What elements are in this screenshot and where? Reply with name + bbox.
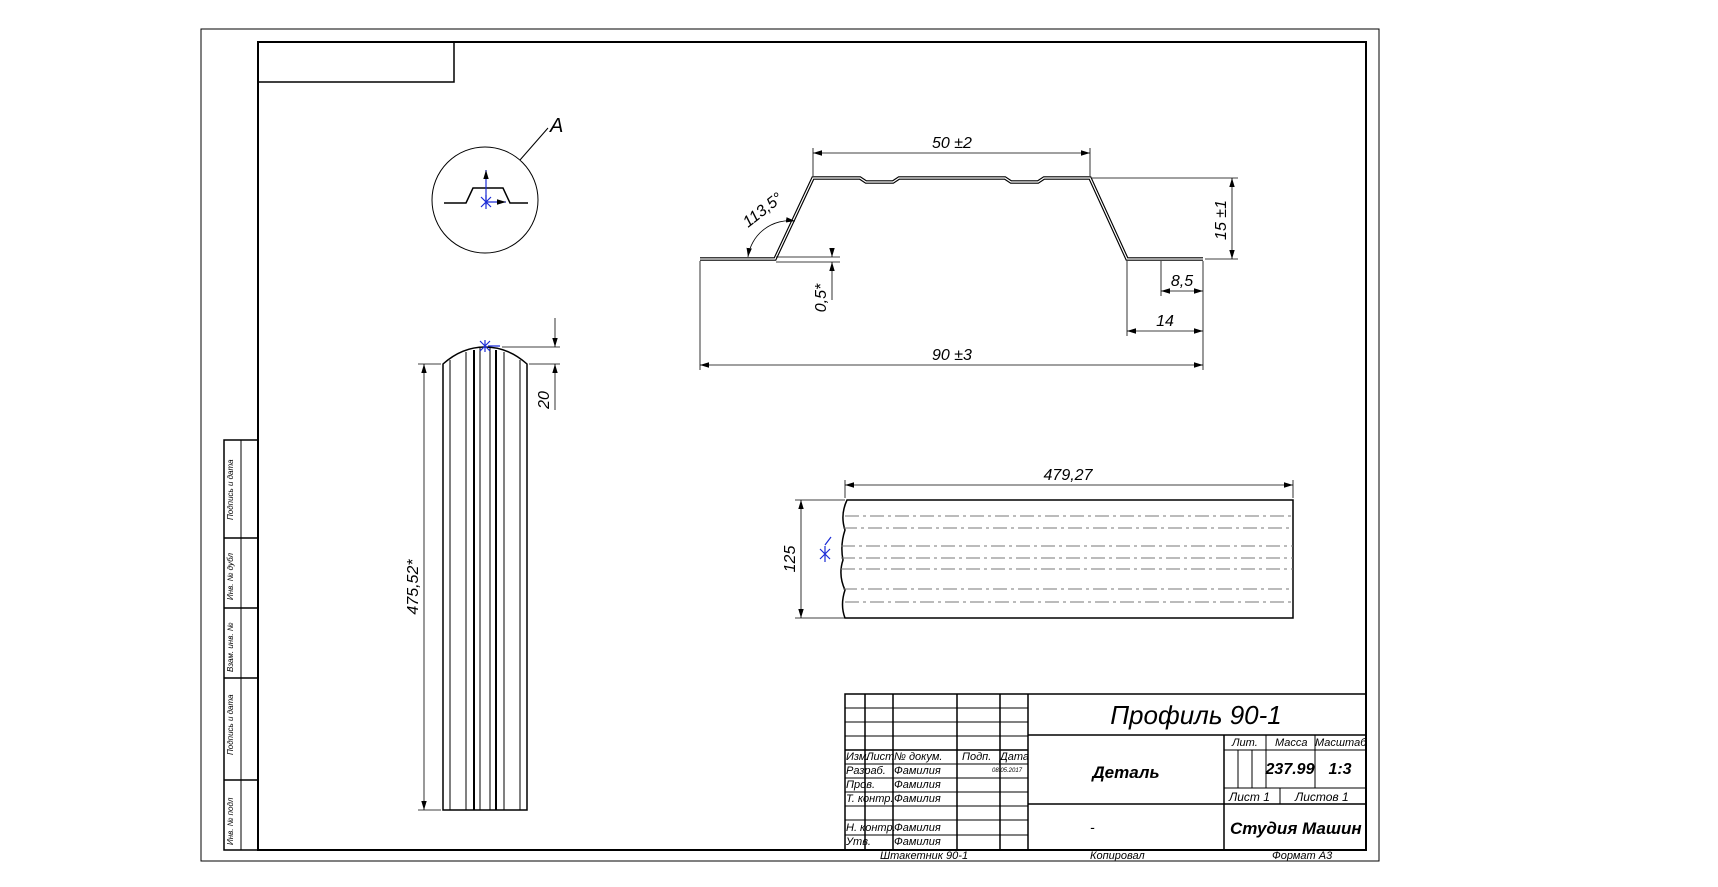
col-header-date: Дата (998, 751, 1029, 763)
stamp-label-2: Инв. № дубл (226, 553, 235, 600)
row-role-2: Пров. (846, 779, 875, 791)
dim-flat-width: 125 (782, 546, 799, 573)
row-name-5: Фамилия (894, 836, 941, 848)
footer-mid: Копировал (1090, 850, 1145, 862)
stamp-label-4: Подпись и дата (226, 694, 235, 755)
side-stamp: Подпись и дата Инв. № дубл Взам. инв. № … (223, 439, 259, 851)
part-type: Деталь (1090, 763, 1159, 782)
dim-length: 475,52* (405, 559, 422, 615)
dim-top-width: 50 ±2 (932, 135, 972, 152)
row-role-3: Т. контр. (846, 793, 893, 805)
top-left-stamp (257, 41, 455, 83)
lit-label: Лит. (1231, 737, 1258, 749)
title-block: Профиль 90-1 Деталь - Лит. Масса Масштаб… (844, 693, 1367, 862)
col-header-doc: № докум. (894, 751, 942, 763)
col-header-sign: Подп. (962, 751, 991, 763)
dim-tip: 20 (536, 391, 553, 410)
row-name-3: Фамилия (894, 793, 941, 805)
stamp-label-1: Подпись и дата (226, 459, 235, 520)
mass-label: Масса (1275, 737, 1308, 749)
row-name-2: Фамилия (894, 779, 941, 791)
sheet-number: Лист 1 (1228, 790, 1270, 804)
detail-view-a: A (431, 115, 563, 254)
row-date-1: 08.05.2017 (992, 768, 1023, 774)
scale-label: Масштаб (1315, 737, 1367, 749)
row-name-4: Фамилия (894, 822, 941, 834)
mass-value: 237.99 (1265, 761, 1315, 778)
sheet-count: Листов 1 (1294, 790, 1349, 804)
dim-angle: 113,5° (740, 190, 787, 232)
side-view: 20 475,52* (405, 318, 560, 811)
drawing-title: Профиль 90-1 (1110, 700, 1282, 730)
flat-view: 479,27 125 (782, 467, 1294, 619)
dim-thickness: 0,5* (813, 283, 830, 312)
dim-flange-inner: 8,5 (1171, 273, 1193, 290)
col-header-change: Изм. (846, 751, 869, 763)
dim-height: 15 ±1 (1213, 200, 1230, 240)
view-label: A (549, 115, 563, 137)
outer-frame (200, 28, 1380, 862)
row-role-4: Н. контр. (846, 822, 896, 834)
profile-section: 50 ±2 15 ±1 113,5° 0,5* 8,5 14 90 ±3 (699, 135, 1238, 370)
dim-flange-outer: 14 (1156, 313, 1174, 330)
stamp-label-5: Инв. № подл (226, 797, 235, 845)
material: - (1090, 819, 1095, 835)
row-role-5: Утв. (845, 836, 871, 848)
scale-value: 1:3 (1328, 761, 1351, 778)
col-header-sheet: Лист (865, 751, 894, 763)
row-role-1: Разраб. (846, 765, 886, 777)
row-name-1: Фамилия (894, 765, 941, 777)
footer-left: Штакетник 90-1 (880, 850, 968, 862)
dim-total-width: 90 ±3 (932, 347, 972, 364)
stamp-label-3: Взам. инв. № (226, 622, 235, 672)
company-name: Студия Машин (1230, 819, 1362, 838)
dim-flat-length: 479,27 (1044, 467, 1094, 484)
footer-right: Формат А3 (1272, 850, 1333, 862)
